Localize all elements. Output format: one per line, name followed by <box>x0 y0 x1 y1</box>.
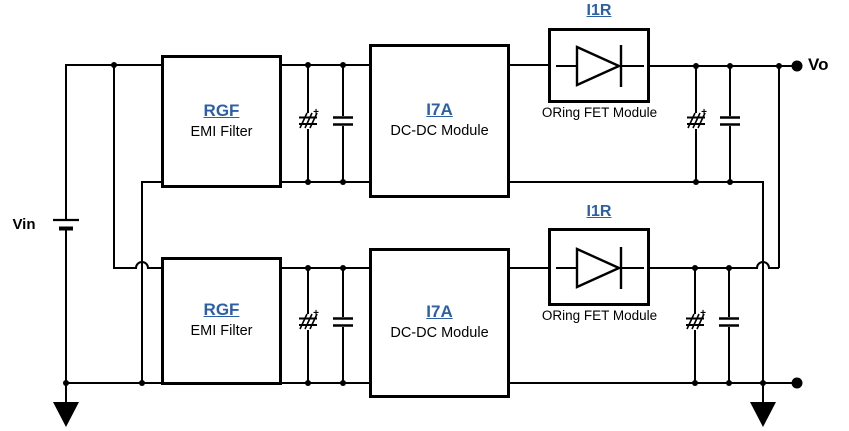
vo-label: Vo <box>808 55 829 74</box>
diode-icon <box>556 247 644 289</box>
link-i7a[interactable]: I7A <box>426 302 453 322</box>
link-i7a[interactable]: I7A <box>426 100 453 120</box>
emi-filter-caption: EMI Filter <box>190 323 253 340</box>
capacitor-legs <box>307 65 731 383</box>
diode-icon <box>556 45 644 87</box>
dcdc-module-caption: DC-DC Module <box>390 123 489 140</box>
oring-module-caption-top: ORing FET Module <box>541 105 658 120</box>
down-arrow-icon <box>53 402 79 427</box>
link-rgf[interactable]: RGF <box>203 100 240 120</box>
block-dcdc-module-bottom: I7A DC-DC Module <box>369 248 510 398</box>
block-oring-module-bottom <box>548 228 650 306</box>
return-terminal-dot <box>791 377 803 389</box>
junction-dots <box>63 62 782 386</box>
battery-icon <box>53 218 79 231</box>
link-i1r-bottom[interactable]: I1R <box>586 203 612 220</box>
block-emi-filter-top: RGF EMI Filter <box>161 55 282 188</box>
emi-filter-caption: EMI Filter <box>190 123 253 140</box>
oring-module-caption-bottom: ORing FET Module <box>541 308 658 323</box>
block-dcdc-module-top: I7A DC-DC Module <box>369 44 510 198</box>
vo-terminal-dot <box>791 60 803 72</box>
dcdc-module-caption: DC-DC Module <box>390 325 489 342</box>
block-emi-filter-bottom: RGF EMI Filter <box>161 257 282 385</box>
link-rgf[interactable]: RGF <box>203 300 240 320</box>
block-oring-module-top <box>548 28 650 103</box>
vin-label: Vin <box>12 216 36 233</box>
down-arrow-icon <box>750 402 776 427</box>
link-i1r-top[interactable]: I1R <box>586 2 612 19</box>
